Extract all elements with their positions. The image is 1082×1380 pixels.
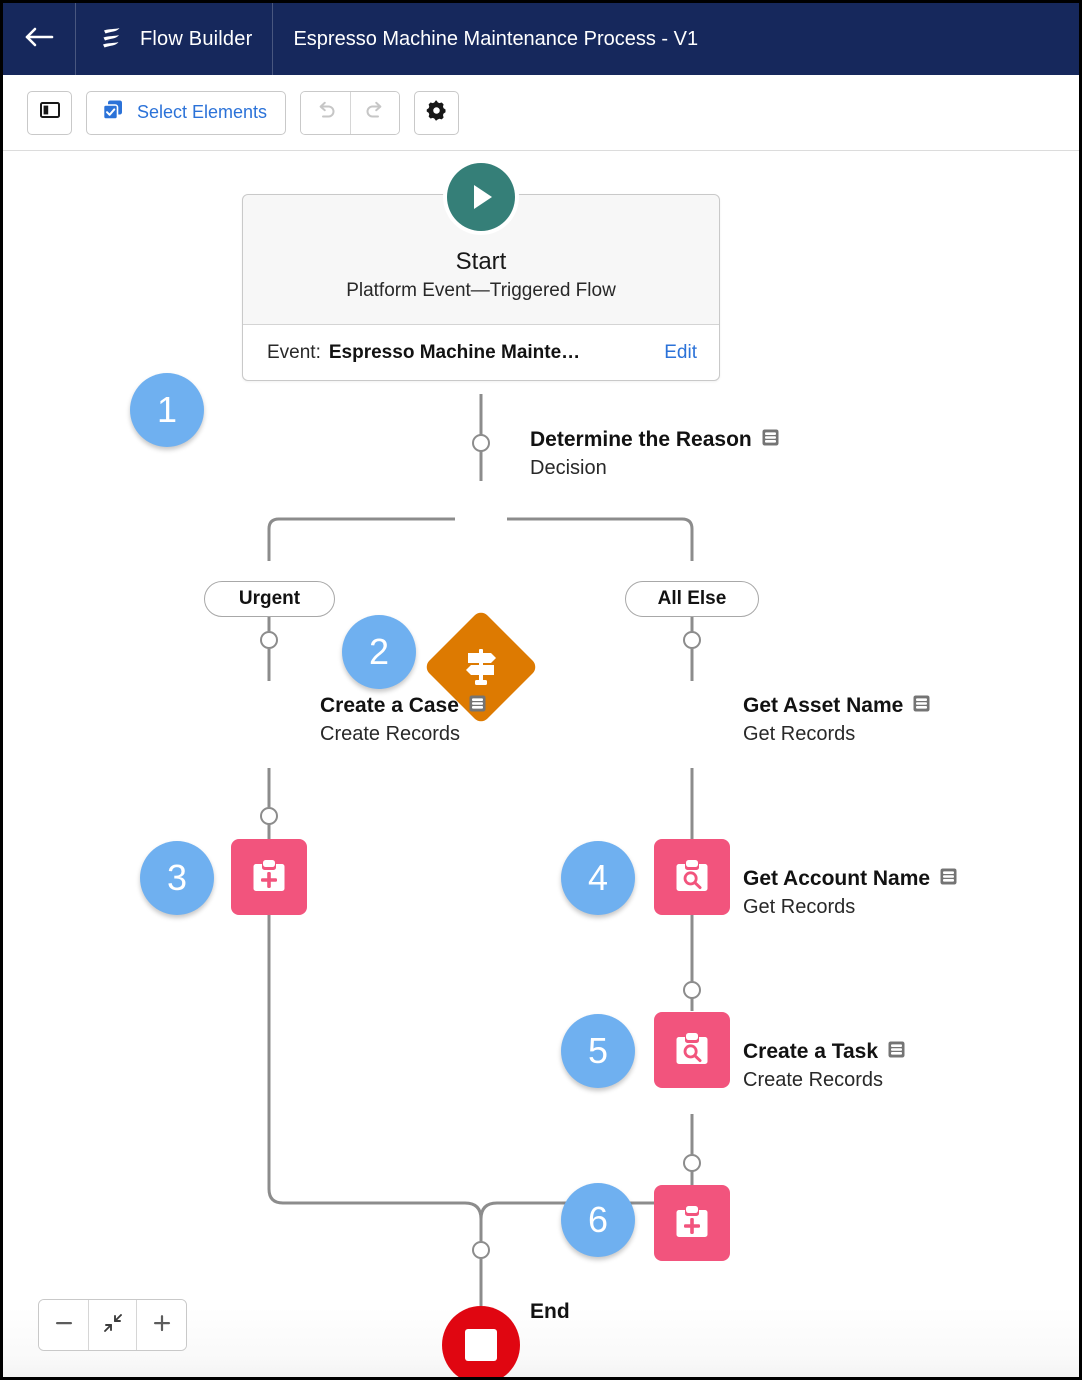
zoom-fit-button[interactable] (88, 1300, 137, 1350)
select-elements-icon (101, 98, 125, 127)
start-play-button[interactable] (443, 159, 519, 235)
create-a-case-subtitle: Create Records (320, 723, 461, 745)
plus-icon (151, 1312, 173, 1339)
get-records-clipboard-search-icon[interactable] (654, 1012, 730, 1088)
connector-add-node (472, 1241, 490, 1259)
back-arrow-icon (24, 25, 54, 54)
start-event-value: Espresso Machine Mainte… (328, 341, 581, 363)
undo-button[interactable] (301, 91, 351, 134)
redo-icon (363, 98, 387, 127)
signpost-decision-icon (440, 626, 522, 708)
step-badge-4: 4 (561, 841, 635, 915)
connector-add-node (472, 434, 490, 452)
step-badge-2: 2 (342, 615, 416, 689)
play-icon (447, 163, 515, 231)
flow-title-group: Espresso Machine Maintenance Process - V… (273, 3, 718, 75)
create-a-case-node-label: Create a Case Create Records (320, 694, 487, 746)
step-badge-3: 3 (140, 841, 214, 915)
settings-button[interactable] (414, 90, 460, 135)
create-a-case-title: Create a Case (320, 694, 459, 717)
app-name-label: Flow Builder (140, 27, 253, 50)
connector-add-node (683, 981, 701, 999)
zoom-in-button[interactable] (137, 1300, 186, 1350)
decision-node-label: Determine the Reason Decision (530, 428, 780, 480)
redo-button[interactable] (350, 91, 400, 134)
branch-pill-urgent[interactable]: Urgent (204, 581, 335, 617)
zoom-controls (38, 1299, 187, 1351)
minus-icon (53, 1312, 75, 1339)
branch-pill-all-else[interactable]: All Else (625, 581, 759, 617)
start-title: Start (455, 248, 507, 275)
description-rows-icon (887, 1040, 906, 1064)
end-label: End (530, 1300, 570, 1323)
header-divider-2 (272, 3, 274, 75)
app-header: Flow Builder Espresso Machine Maintenanc… (3, 3, 1079, 75)
create-a-task-node-label: Create a Task Create Records (743, 1040, 906, 1092)
stop-square-icon (465, 1329, 497, 1361)
get-account-name-node-label: Get Account Name Get Records (743, 867, 958, 919)
flow-canvas[interactable]: 1 Start Platform Event—Triggered Flow Ev… (3, 151, 1079, 1377)
get-account-name-title: Get Account Name (743, 867, 931, 890)
fit-to-screen-icon (102, 1312, 124, 1339)
connector-add-node (683, 631, 701, 649)
connector-add-node (260, 631, 278, 649)
app-name-group[interactable]: Flow Builder (76, 3, 272, 75)
create-a-task-title: Create a Task (743, 1040, 879, 1063)
step-badge-6: 6 (561, 1183, 635, 1257)
side-panel-toggle-button[interactable] (27, 90, 72, 135)
end-node[interactable] (442, 1306, 520, 1377)
description-rows-icon (761, 428, 780, 452)
step-badge-5: 5 (561, 1014, 635, 1088)
create-records-clipboard-plus-icon[interactable] (654, 1185, 730, 1261)
create-records-clipboard-plus-icon[interactable] (231, 839, 307, 915)
get-asset-name-title: Get Asset Name (743, 694, 904, 717)
side-panel-toggle-icon (39, 99, 61, 126)
get-asset-name-subtitle: Get Records (743, 723, 856, 745)
select-elements-button[interactable]: Select Elements (86, 90, 287, 135)
create-a-task-subtitle: Create Records (743, 1069, 884, 1091)
start-node-footer: Event: Espresso Machine Mainte… Edit (243, 324, 719, 380)
start-edit-link[interactable]: Edit (664, 341, 697, 363)
connector-add-node (260, 807, 278, 825)
description-rows-icon (468, 694, 487, 718)
undo-redo-group (300, 90, 401, 135)
header-divider-1 (75, 3, 76, 75)
canvas-toolbar: Select Elements (3, 75, 1079, 151)
get-records-clipboard-search-icon[interactable] (654, 839, 730, 915)
start-subtitle: Platform Event—Triggered Flow (346, 280, 616, 301)
get-account-name-subtitle: Get Records (743, 896, 856, 918)
undo-icon (314, 98, 338, 127)
back-button[interactable] (3, 3, 75, 75)
connector-add-node (683, 1154, 701, 1172)
gear-icon (425, 99, 448, 127)
flow-builder-logo-icon (96, 24, 126, 54)
step-badge-1: 1 (130, 373, 204, 447)
zoom-out-button[interactable] (39, 1300, 88, 1350)
get-asset-name-node-label: Get Asset Name Get Records (743, 694, 931, 746)
decision-title: Determine the Reason (530, 428, 752, 451)
description-rows-icon (939, 867, 958, 891)
select-elements-label: Select Elements (137, 102, 268, 122)
start-event-label: Event: (267, 341, 321, 363)
decision-node[interactable] (423, 609, 539, 725)
description-rows-icon (912, 694, 931, 718)
decision-subtitle: Decision (530, 457, 607, 479)
flow-title-label: Espresso Machine Maintenance Process - V… (293, 27, 699, 50)
